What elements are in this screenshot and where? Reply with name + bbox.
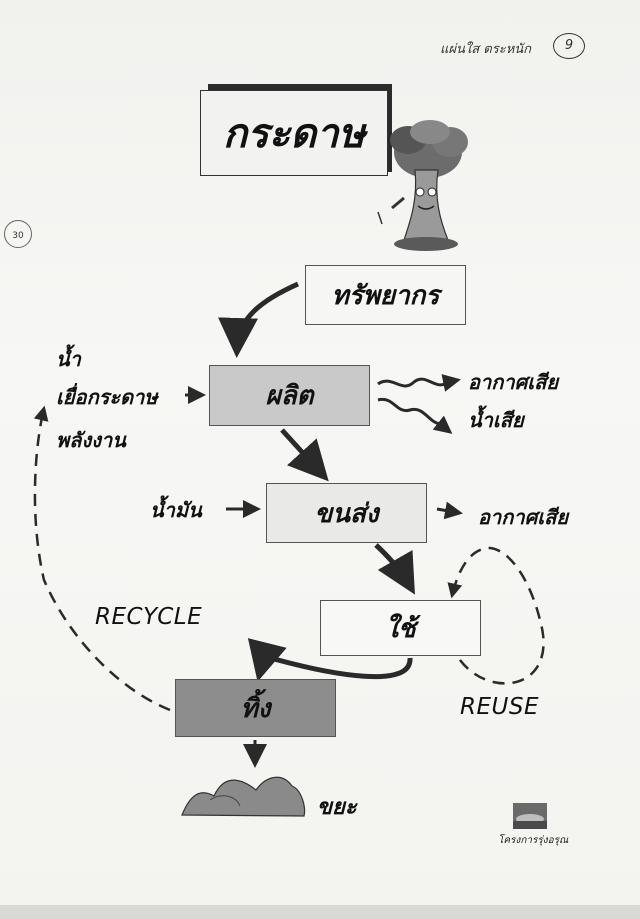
arrow-produce-to-transport bbox=[280, 428, 329, 482]
input-water: น้ำ bbox=[56, 347, 81, 371]
header-title: แผ่นใส ตระหนัก bbox=[440, 42, 532, 57]
arrow-produce-to-air bbox=[377, 374, 461, 392]
bottom-edge bbox=[0, 905, 640, 919]
arrow-use-to-discard bbox=[247, 638, 413, 682]
main-title: กระดาษ bbox=[200, 90, 388, 176]
sunrise-logo-icon bbox=[513, 803, 547, 829]
tree-mascot-icon bbox=[377, 120, 468, 251]
footer-logo-text: โครงการรุ่งอรุณ bbox=[498, 835, 569, 846]
input-energy: พลังงาน bbox=[56, 428, 126, 452]
arrow-transport-to-use bbox=[374, 543, 415, 595]
node-use: ใช้ bbox=[320, 600, 481, 656]
output-air-pollution-produce: อากาศเสีย bbox=[468, 370, 559, 394]
output-waste: ขยะ bbox=[317, 795, 357, 820]
input-oil: น้ำมัน bbox=[150, 498, 202, 522]
page-number: 9 bbox=[553, 33, 585, 59]
node-resource: ทรัพยากร bbox=[305, 265, 466, 325]
side-page-number: 30 bbox=[4, 220, 32, 248]
recycle-label: RECYCLE bbox=[95, 604, 203, 630]
arrow-transport-to-air bbox=[436, 501, 463, 520]
reuse-label: REUSE bbox=[460, 694, 539, 720]
node-transport: ขนส่ง bbox=[266, 483, 427, 543]
node-produce: ผลิต bbox=[209, 365, 370, 426]
reuse-loop bbox=[447, 546, 545, 685]
waste-pile-icon bbox=[181, 776, 306, 817]
node-discard: ทิ้ง bbox=[175, 679, 336, 737]
output-air-pollution-transport: อากาศเสีย bbox=[478, 505, 569, 529]
input-pulp: เยื่อกระดาษ bbox=[56, 385, 158, 409]
arrow-produce-to-water bbox=[377, 397, 453, 434]
recycle-loop bbox=[33, 405, 171, 712]
output-water-pollution: น้ำเสีย bbox=[468, 408, 524, 432]
arrow-resource-to-produce bbox=[218, 281, 300, 358]
